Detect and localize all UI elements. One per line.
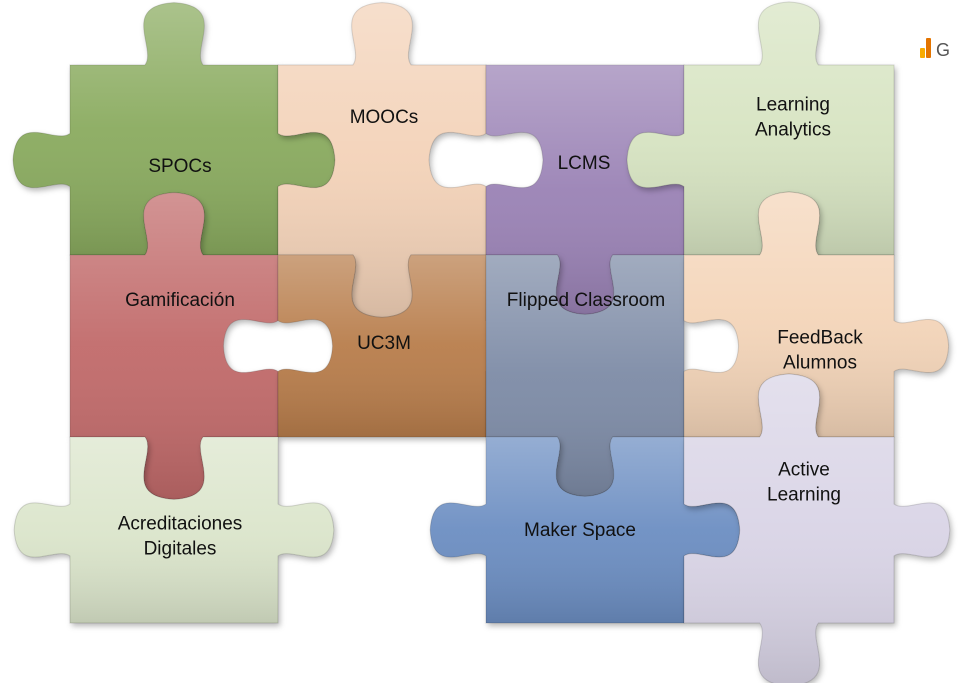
piece-label-uc3m: UC3M — [357, 333, 411, 354]
piece-sheen-learning-analytics — [627, 2, 894, 255]
piece-label-line: Active — [778, 460, 830, 481]
piece-label-line: Maker Space — [524, 520, 636, 541]
piece-label-maker-space: Maker Space — [524, 520, 636, 541]
puzzle-piece-uc3m: UC3M — [277, 254, 542, 438]
piece-label-line: MOOCs — [350, 107, 419, 128]
piece-label-line: Digitales — [144, 539, 217, 560]
puzzle-piece-flipped-classroom: Flipped Classroom — [485, 254, 685, 497]
piece-label-line: LCMS — [558, 153, 611, 174]
piece-sheen-lcms — [486, 65, 741, 315]
piece-sheen-gamificacion — [70, 192, 278, 500]
analytics-bars-icon: G — [920, 38, 950, 60]
logo-text: G — [936, 40, 950, 60]
piece-label-line: Flipped Classroom — [507, 290, 665, 311]
piece-sheen-moocs — [278, 2, 486, 318]
piece-sheen-active-learning — [684, 374, 950, 683]
piece-sheen-feedback-alumnos — [684, 192, 949, 437]
analytics-logo: G — [920, 36, 958, 60]
piece-label-line: UC3M — [357, 333, 411, 354]
piece-label-line: Alumnos — [783, 353, 857, 374]
puzzle-piece-spocs: SPOCs — [12, 2, 336, 256]
piece-label-moocs: MOOCs — [350, 107, 419, 128]
piece-label-line: FeedBack — [777, 328, 863, 349]
piece-sheen-flipped-classroom — [486, 255, 684, 497]
piece-label-spocs: SPOCs — [148, 156, 211, 177]
piece-label-line: Learning — [767, 485, 841, 506]
piece-label-flipped-classroom: Flipped Classroom — [507, 290, 665, 311]
piece-sheen-acreditaciones-digitales — [14, 437, 334, 623]
piece-label-line: Learning — [756, 95, 830, 116]
piece-label-line: Analytics — [755, 120, 831, 141]
puzzle-piece-lcms: LCMS — [485, 64, 742, 315]
puzzle-piece-moocs: MOOCs — [277, 2, 487, 318]
puzzle-piece-maker-space: Maker Space — [429, 436, 741, 624]
piece-sheen-maker-space — [430, 437, 740, 623]
piece-sheen-spocs — [13, 2, 335, 255]
piece-label-line: Gamificación — [125, 290, 235, 311]
piece-label-lcms: LCMS — [558, 153, 611, 174]
puzzle-piece-gamificacion: Gamificación — [69, 192, 279, 500]
piece-label-line: SPOCs — [148, 156, 211, 177]
piece-label-gamificacion: Gamificación — [125, 290, 235, 311]
piece-sheen-uc3m — [278, 255, 541, 437]
piece-label-line: Acreditaciones — [118, 514, 243, 535]
